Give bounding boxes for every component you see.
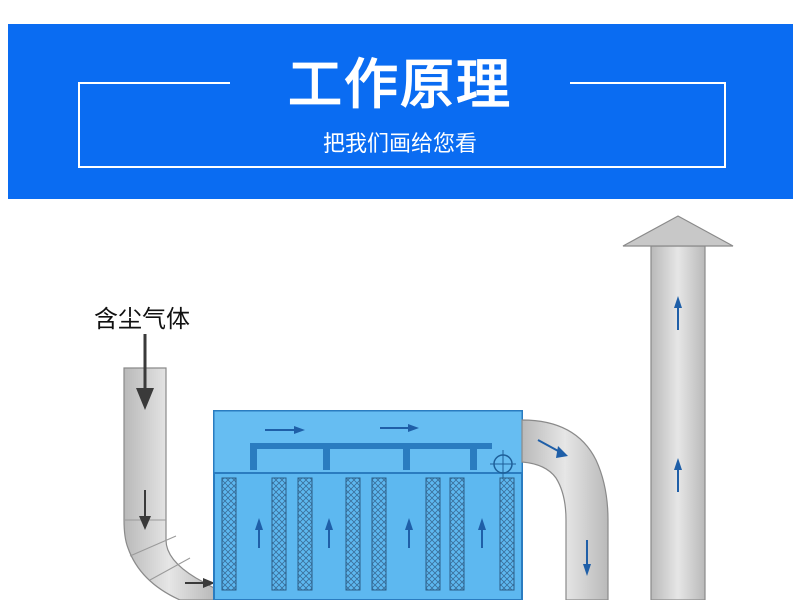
inlet-duct: [123, 367, 215, 600]
outlet-duct: [521, 419, 609, 600]
page-subtitle: 把我们画给您看: [322, 132, 477, 157]
exhaust-stack-cap: [622, 215, 734, 247]
airflow-arrow: [255, 424, 486, 548]
filter-chamber: [213, 410, 523, 600]
dust-gas-inlet-arrow: [136, 334, 215, 588]
exhaust-stack: [622, 215, 734, 600]
dust-gas-inlet-label: 含尘气体: [94, 305, 190, 333]
page-title: 工作原理: [230, 50, 570, 120]
working-principle-diagram: [123, 215, 734, 600]
